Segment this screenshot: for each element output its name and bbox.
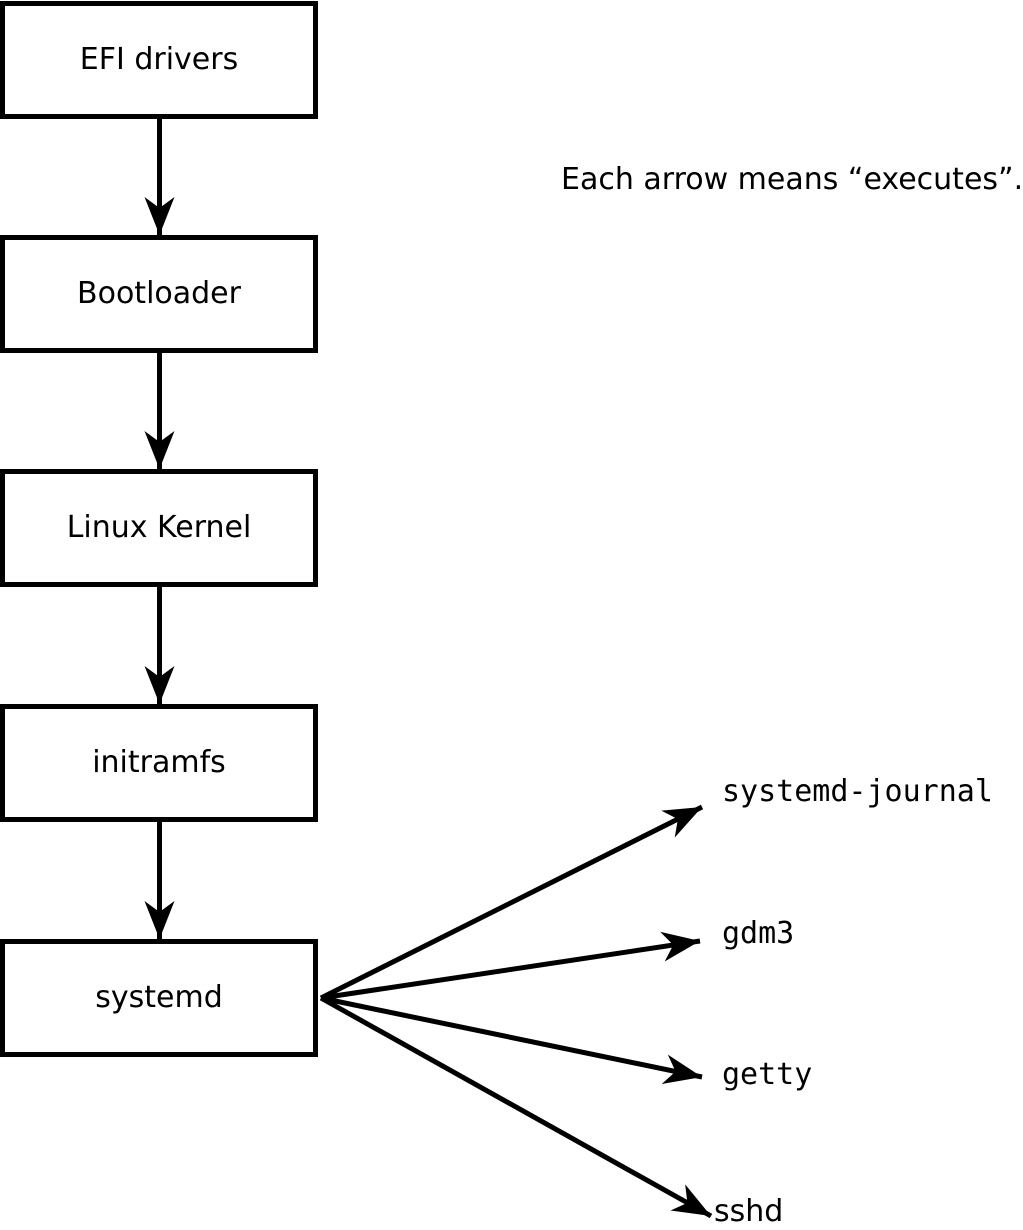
node-bootloader-label: Bootloader <box>77 276 241 311</box>
node-efi-drivers: EFI drivers <box>0 1 318 119</box>
arrow-systemd-to-journal <box>319 804 704 1001</box>
arrow-systemd-to-gdm3 <box>320 931 701 1001</box>
label-getty: getty <box>722 1057 813 1092</box>
node-bootloader: Bootloader <box>0 235 318 353</box>
arrow-systemd-to-getty <box>320 995 703 1084</box>
note-arrow-meaning: Each arrow means “executes”. <box>561 162 1023 197</box>
node-efi-drivers-label: EFI drivers <box>79 42 239 77</box>
arrow-systemd-to-sshd <box>319 995 713 1219</box>
label-systemd-journal: systemd-journal <box>722 774 993 809</box>
node-linux-kernel: Linux Kernel <box>0 469 318 587</box>
label-sshd: sshd <box>714 1194 784 1229</box>
node-initramfs-label: initramfs <box>92 745 226 780</box>
node-systemd-label: systemd <box>95 980 223 1015</box>
node-initramfs: initramfs <box>0 704 318 822</box>
node-systemd: systemd <box>0 939 318 1057</box>
node-linux-kernel-label: Linux Kernel <box>66 510 252 545</box>
label-gdm3: gdm3 <box>722 916 795 951</box>
